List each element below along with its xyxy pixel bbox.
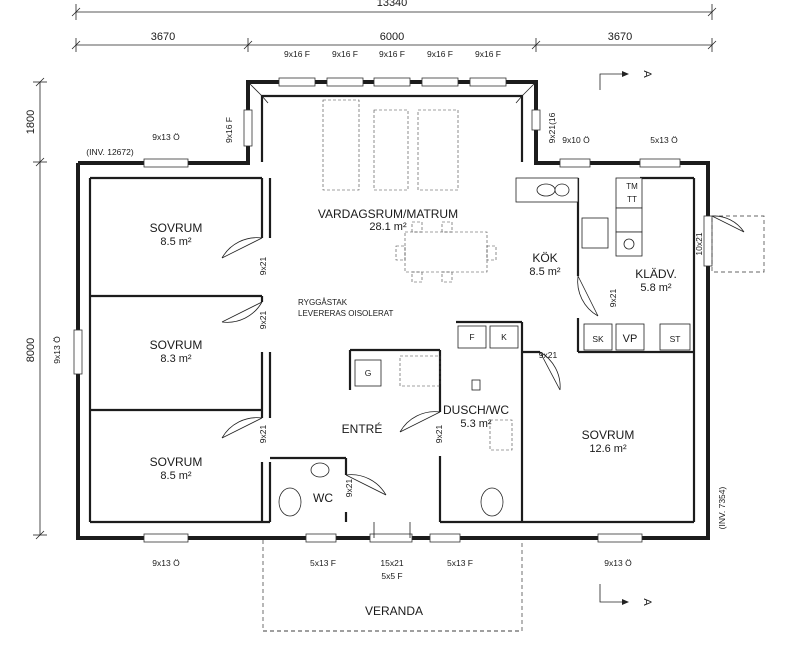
room-area: 5.8 m² — [640, 282, 672, 294]
veranda-outline — [262, 540, 523, 632]
window-label: 9x21(16 — [547, 112, 557, 143]
fixture-f: F — [469, 332, 474, 342]
inventory-right: (INV. 7354) — [717, 486, 727, 529]
door-label: 9x21 — [258, 425, 268, 444]
window-label: 5x13 F — [447, 558, 473, 568]
furniture — [322, 99, 513, 451]
overall-width: 13340 — [377, 0, 408, 9]
window-label: 5x5 F — [381, 571, 402, 581]
door-label: 10x21 — [694, 232, 704, 255]
room-area: 12.6 m² — [589, 443, 627, 455]
window-label: 9x16 F — [379, 49, 405, 59]
door-label: 9x21 — [258, 257, 268, 276]
fixture-k: K — [501, 332, 507, 342]
room-name: WC — [313, 491, 333, 505]
window-label: 9x13 Ö — [152, 132, 180, 142]
room-area: 8.5 m² — [529, 266, 561, 278]
inventory-left: (INV. 12672) — [86, 147, 134, 157]
room-name: VERANDA — [365, 604, 423, 618]
fixture-sk: SK — [592, 334, 604, 344]
room-area: 5.3 m² — [460, 418, 492, 430]
window-label: 5x13 F — [310, 558, 336, 568]
room-area: 8.5 m² — [160, 470, 192, 482]
ridge-note: RYGGÅSTAK — [298, 298, 348, 307]
door-label: 9x21 — [344, 479, 354, 498]
room-name: SOVRUM — [150, 221, 203, 235]
left-width: 3670 — [151, 31, 175, 43]
room-name: SOVRUM — [582, 428, 635, 442]
window-label: 9x16 F — [475, 49, 501, 59]
window-label: 9x16 F — [332, 49, 358, 59]
fixture-st: ST — [670, 334, 681, 344]
fixture-tm: TM — [626, 182, 638, 191]
window-label: 9x13 Ö — [604, 558, 632, 568]
window-label: 9x16 F — [224, 117, 234, 143]
windows — [73, 77, 713, 543]
door-label: 15x21 — [380, 558, 403, 568]
room-area: 8.5 m² — [160, 236, 192, 248]
section-marker-bottom: A — [599, 584, 653, 606]
room-name: ENTRÉ — [342, 421, 383, 436]
bay-corners — [247, 81, 537, 104]
dimension-lines — [33, 4, 717, 540]
door-label: 9x21 — [608, 289, 618, 308]
room-name: KLÄDV. — [635, 267, 677, 281]
room-name: VARDAGSRUM/MATRUM — [318, 207, 458, 221]
window-label: 9x13 Ö — [52, 336, 62, 364]
fixture-tt: TT — [627, 195, 637, 204]
room-area: 28.1 m² — [369, 221, 407, 233]
room-area: 8.3 m² — [160, 353, 192, 365]
top-depth: 1800 — [25, 110, 37, 134]
fixture-vp: VP — [623, 333, 638, 345]
window-label: 9x10 Ö — [562, 135, 590, 145]
room-name: SOVRUM — [150, 455, 203, 469]
main-depth: 8000 — [25, 338, 37, 362]
door-label: 9x21 — [258, 311, 268, 330]
room-name: SOVRUM — [150, 338, 203, 352]
ridge-note: LEVERERAS OISOLERAT — [298, 309, 394, 318]
window-label: 9x13 Ö — [152, 558, 180, 568]
right-width: 3670 — [608, 31, 632, 43]
room-name: KÖK — [532, 251, 557, 265]
svg-text:A: A — [641, 598, 653, 606]
fixture-g: G — [365, 368, 372, 378]
middle-width: 6000 — [380, 31, 404, 43]
section-marker-top: A — [599, 70, 653, 90]
room-name: DUSCH/WC — [443, 403, 509, 417]
svg-text:A: A — [641, 70, 653, 78]
window-label: 5x13 Ö — [650, 135, 678, 145]
window-label: 9x16 F — [427, 49, 453, 59]
window-label: 9x16 F — [284, 49, 310, 59]
fixtures — [278, 177, 691, 517]
door-label: 9x21 — [539, 350, 558, 360]
door-label: 9x21 — [434, 425, 444, 444]
doors — [221, 215, 765, 538]
